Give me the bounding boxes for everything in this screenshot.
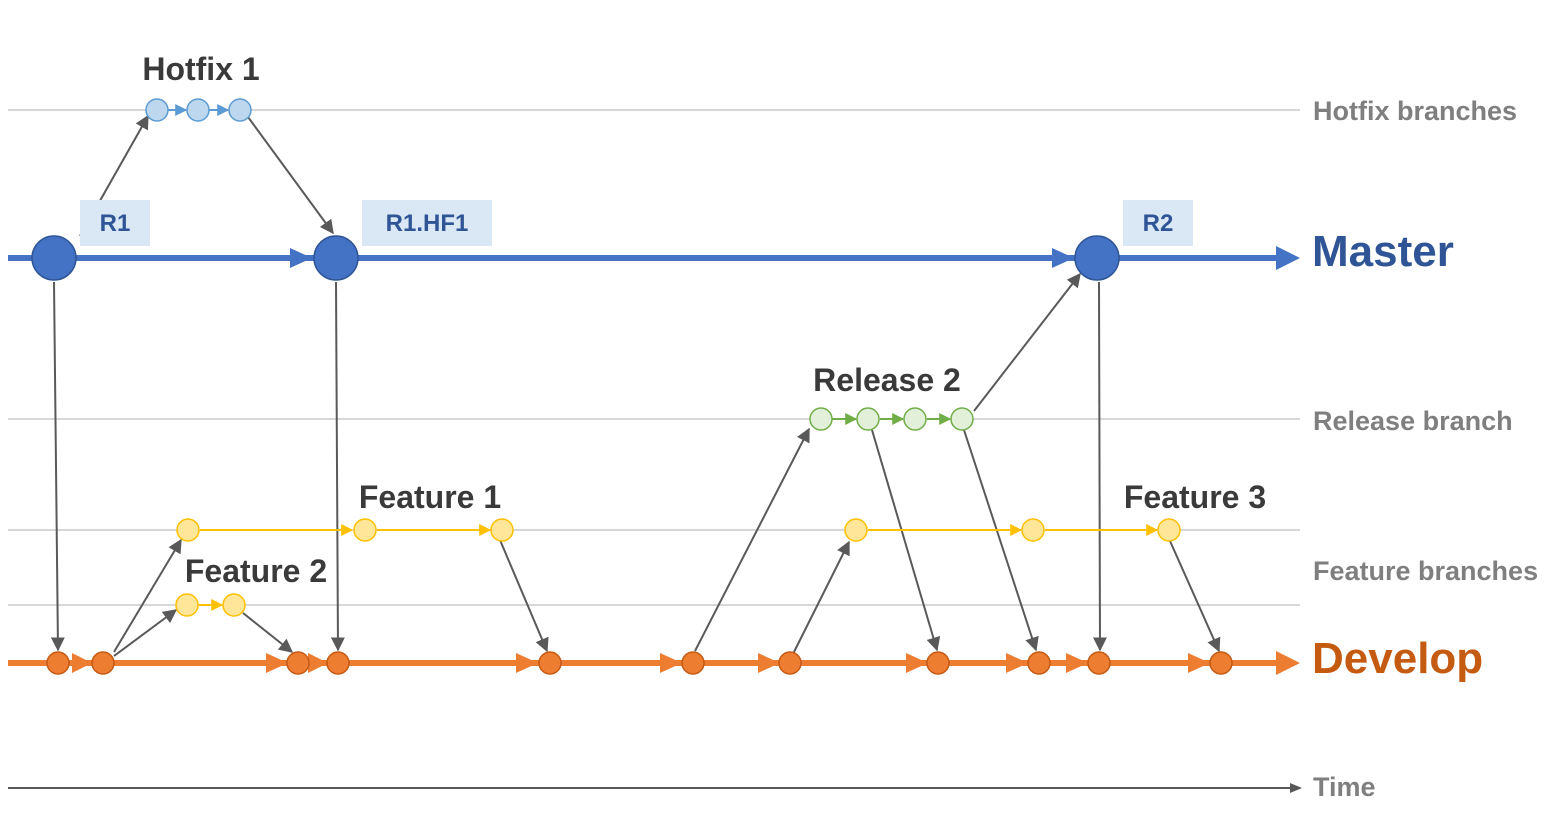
lane-label-release: Release branch	[1313, 406, 1513, 436]
feature-commit	[1157, 518, 1181, 542]
develop-commit	[1209, 651, 1233, 675]
tag-r2-box	[1123, 200, 1193, 246]
title-feature2: Feature 2	[185, 553, 327, 589]
release-commit	[856, 407, 880, 431]
feature-commits	[175, 518, 1181, 617]
tag-r1-box	[80, 200, 150, 246]
develop-commit	[1027, 651, 1051, 675]
develop-mid-arrows	[72, 653, 1210, 673]
master-commit-r1hf1	[313, 235, 359, 281]
master-mid-arrow-2	[1052, 248, 1074, 268]
develop-arrowhead	[1276, 651, 1300, 675]
develop-commit	[1087, 651, 1111, 675]
release-commit	[950, 407, 974, 431]
tag-r1hf1-box	[362, 200, 492, 246]
master-commit-r1	[31, 235, 77, 281]
tag-r1hf1: R1.HF1	[386, 210, 469, 237]
hotfix-commits	[145, 98, 252, 122]
title-release2: Release 2	[813, 362, 961, 398]
time-axis-arrowhead	[1290, 783, 1302, 793]
develop-commit	[926, 651, 950, 675]
develop-commit	[681, 651, 705, 675]
develop-commit	[326, 651, 350, 675]
release-commit	[903, 407, 927, 431]
title-hotfix1: Hotfix 1	[142, 51, 259, 87]
lane-label-hotfix: Hotfix branches	[1313, 96, 1517, 126]
feature-commit	[222, 593, 246, 617]
master-arrowhead	[1276, 246, 1300, 270]
develop-commit	[286, 651, 310, 675]
lane-label-feature: Feature branches	[1313, 556, 1538, 586]
hotfix-commit	[186, 98, 210, 122]
release-commit	[809, 407, 833, 431]
title-feature3: Feature 3	[1124, 479, 1266, 515]
master-commit-r2	[1074, 235, 1120, 281]
develop-commit	[91, 651, 115, 675]
release-commits	[809, 407, 974, 431]
feature-commit	[490, 518, 514, 542]
tag-r1: R1	[100, 210, 131, 237]
feature-commit	[175, 593, 199, 617]
merge-connectors	[50, 114, 1221, 657]
feature-commit-links	[199, 524, 1159, 611]
master-commits	[31, 235, 1120, 281]
develop-label: Develop	[1312, 634, 1483, 683]
title-feature1: Feature 1	[359, 479, 501, 515]
develop-commit	[46, 651, 70, 675]
feature-commit	[176, 518, 200, 542]
develop-commit	[538, 651, 562, 675]
tag-r2: R2	[1143, 210, 1174, 237]
lane-label-time: Time	[1313, 772, 1376, 802]
feature-commit	[353, 518, 377, 542]
master-label: Master	[1312, 227, 1454, 276]
feature-commit	[1021, 518, 1045, 542]
develop-commit	[778, 651, 802, 675]
hotfix-commit	[228, 98, 252, 122]
hotfix-commit	[145, 98, 169, 122]
develop-commits	[46, 651, 1233, 675]
feature-commit	[844, 518, 868, 542]
master-mid-arrow-1	[290, 248, 312, 268]
